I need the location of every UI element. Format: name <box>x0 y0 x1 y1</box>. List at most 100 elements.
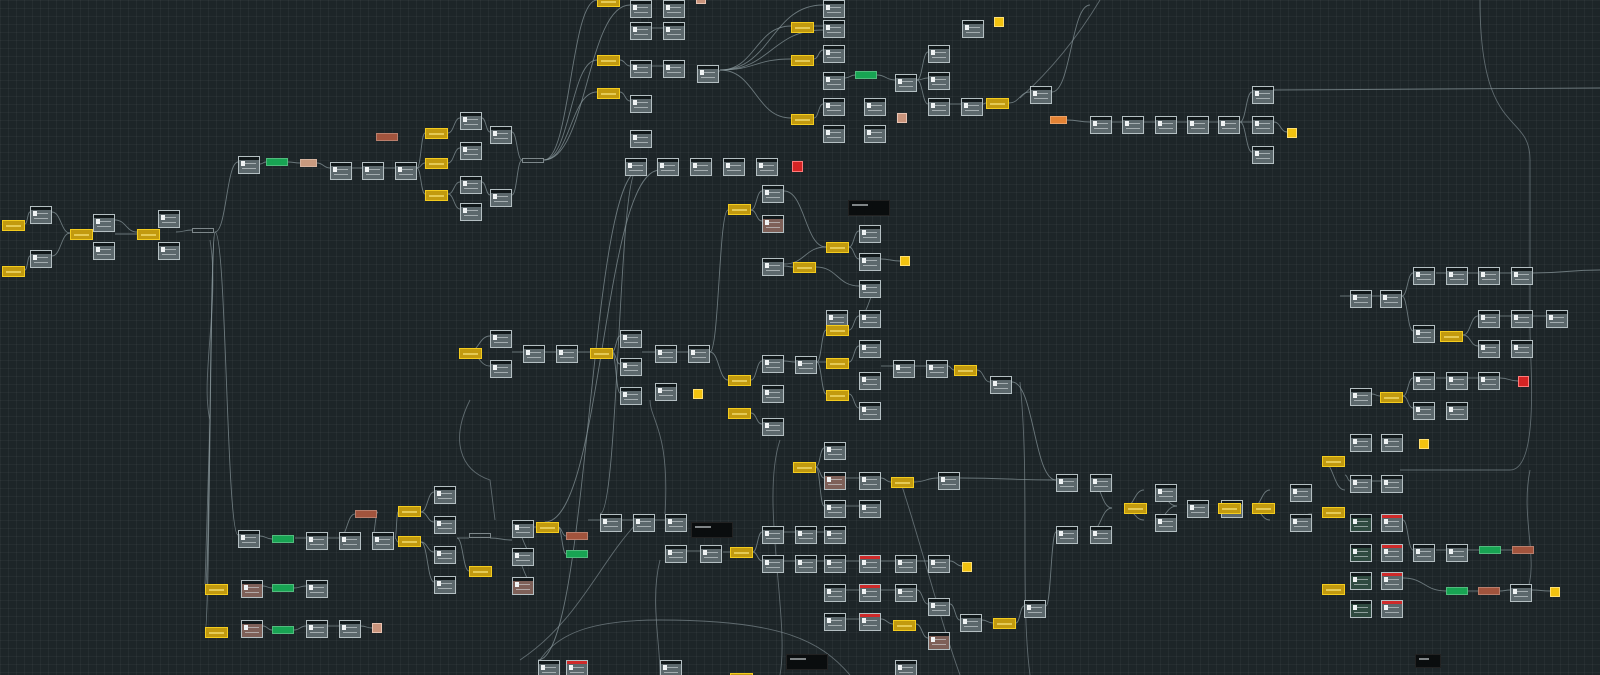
graph-node[interactable] <box>512 577 534 595</box>
graph-node[interactable] <box>425 128 448 139</box>
graph-node[interactable] <box>490 126 512 144</box>
graph-node[interactable] <box>1252 146 1274 164</box>
graph-node[interactable] <box>1440 331 1463 342</box>
graph-node[interactable] <box>823 0 845 18</box>
graph-node[interactable] <box>1322 456 1345 467</box>
graph-node[interactable] <box>460 203 482 221</box>
graph-node[interactable] <box>372 532 394 550</box>
graph-node[interactable] <box>205 584 228 595</box>
graph-node[interactable] <box>137 229 160 240</box>
graph-node[interactable] <box>158 210 180 228</box>
graph-node[interactable] <box>864 98 886 116</box>
graph-node[interactable] <box>93 214 115 232</box>
graph-node[interactable] <box>960 614 982 632</box>
graph-node[interactable] <box>928 98 950 116</box>
graph-node[interactable] <box>730 673 753 675</box>
graph-node[interactable] <box>1478 587 1500 595</box>
graph-node[interactable] <box>241 620 263 638</box>
graph-node[interactable] <box>1322 584 1345 595</box>
graph-node[interactable] <box>795 356 817 374</box>
graph-node[interactable] <box>1350 600 1372 618</box>
graph-node[interactable] <box>824 555 846 573</box>
graph-node[interactable] <box>1350 544 1372 562</box>
graph-node[interactable] <box>690 158 712 176</box>
graph-node[interactable] <box>786 654 828 670</box>
graph-node[interactable] <box>823 125 845 143</box>
graph-node[interactable] <box>928 598 950 616</box>
graph-node[interactable] <box>762 258 784 276</box>
graph-node[interactable] <box>1381 600 1403 618</box>
graph-node[interactable] <box>791 22 814 33</box>
graph-node[interactable] <box>625 158 647 176</box>
graph-node[interactable] <box>859 584 881 602</box>
graph-node[interactable] <box>938 472 960 490</box>
graph-node[interactable] <box>1518 376 1529 387</box>
graph-node[interactable] <box>893 620 916 631</box>
graph-node[interactable] <box>597 55 620 66</box>
graph-node[interactable] <box>376 133 398 141</box>
graph-node[interactable] <box>1381 514 1403 532</box>
graph-node[interactable] <box>665 545 687 563</box>
graph-node[interactable] <box>660 660 682 675</box>
graph-node[interactable] <box>395 162 417 180</box>
graph-node[interactable] <box>1380 290 1402 308</box>
graph-node[interactable] <box>1350 434 1372 452</box>
graph-node[interactable] <box>205 627 228 638</box>
graph-node[interactable] <box>30 250 52 268</box>
graph-node[interactable] <box>1350 514 1372 532</box>
graph-node[interactable] <box>756 158 778 176</box>
graph-node[interactable] <box>1446 587 1468 595</box>
graph-node[interactable] <box>826 358 849 369</box>
graph-node[interactable] <box>566 660 588 675</box>
graph-node[interactable] <box>928 45 950 63</box>
graph-node[interactable] <box>961 98 983 116</box>
graph-node[interactable] <box>434 576 456 594</box>
graph-node[interactable] <box>306 580 328 598</box>
graph-node[interactable] <box>490 189 512 207</box>
graph-node[interactable] <box>793 462 816 473</box>
graph-node[interactable] <box>897 113 907 123</box>
graph-node[interactable] <box>469 533 491 538</box>
graph-node[interactable] <box>663 22 685 40</box>
graph-node[interactable] <box>728 204 751 215</box>
graph-node[interactable] <box>300 159 317 167</box>
graph-node[interactable] <box>793 262 816 273</box>
graph-node[interactable] <box>795 526 817 544</box>
graph-node[interactable] <box>762 355 784 373</box>
graph-node[interactable] <box>1511 310 1533 328</box>
graph-node[interactable] <box>895 74 917 92</box>
graph-node[interactable] <box>2 266 25 277</box>
graph-node[interactable] <box>425 158 448 169</box>
graph-node[interactable] <box>855 71 877 79</box>
graph-node[interactable] <box>590 348 613 359</box>
graph-node[interactable] <box>697 65 719 83</box>
graph-node[interactable] <box>1478 372 1500 390</box>
graph-node[interactable] <box>1413 325 1435 343</box>
graph-node[interactable] <box>630 0 652 18</box>
graph-node[interactable] <box>1546 310 1568 328</box>
graph-node[interactable] <box>655 383 677 401</box>
graph-node[interactable] <box>824 584 846 602</box>
graph-node[interactable] <box>490 330 512 348</box>
graph-node[interactable] <box>1446 544 1468 562</box>
graph-node[interactable] <box>795 555 817 573</box>
graph-node[interactable] <box>70 229 93 240</box>
graph-node[interactable] <box>1419 439 1429 449</box>
graph-node[interactable] <box>566 550 588 558</box>
graph-node[interactable] <box>339 620 361 638</box>
graph-node[interactable] <box>1287 128 1297 138</box>
graph-node[interactable] <box>158 242 180 260</box>
graph-node[interactable] <box>791 114 814 125</box>
graph-node[interactable] <box>928 72 950 90</box>
graph-node[interactable] <box>306 532 328 550</box>
graph-node[interactable] <box>398 506 421 517</box>
graph-node[interactable] <box>620 330 642 348</box>
graph-node[interactable] <box>823 45 845 63</box>
graph-node[interactable] <box>339 532 361 550</box>
graph-node[interactable] <box>460 142 482 160</box>
graph-node[interactable] <box>895 555 917 573</box>
graph-node[interactable] <box>1056 474 1078 492</box>
graph-node[interactable] <box>1511 340 1533 358</box>
graph-node[interactable] <box>1479 546 1501 554</box>
